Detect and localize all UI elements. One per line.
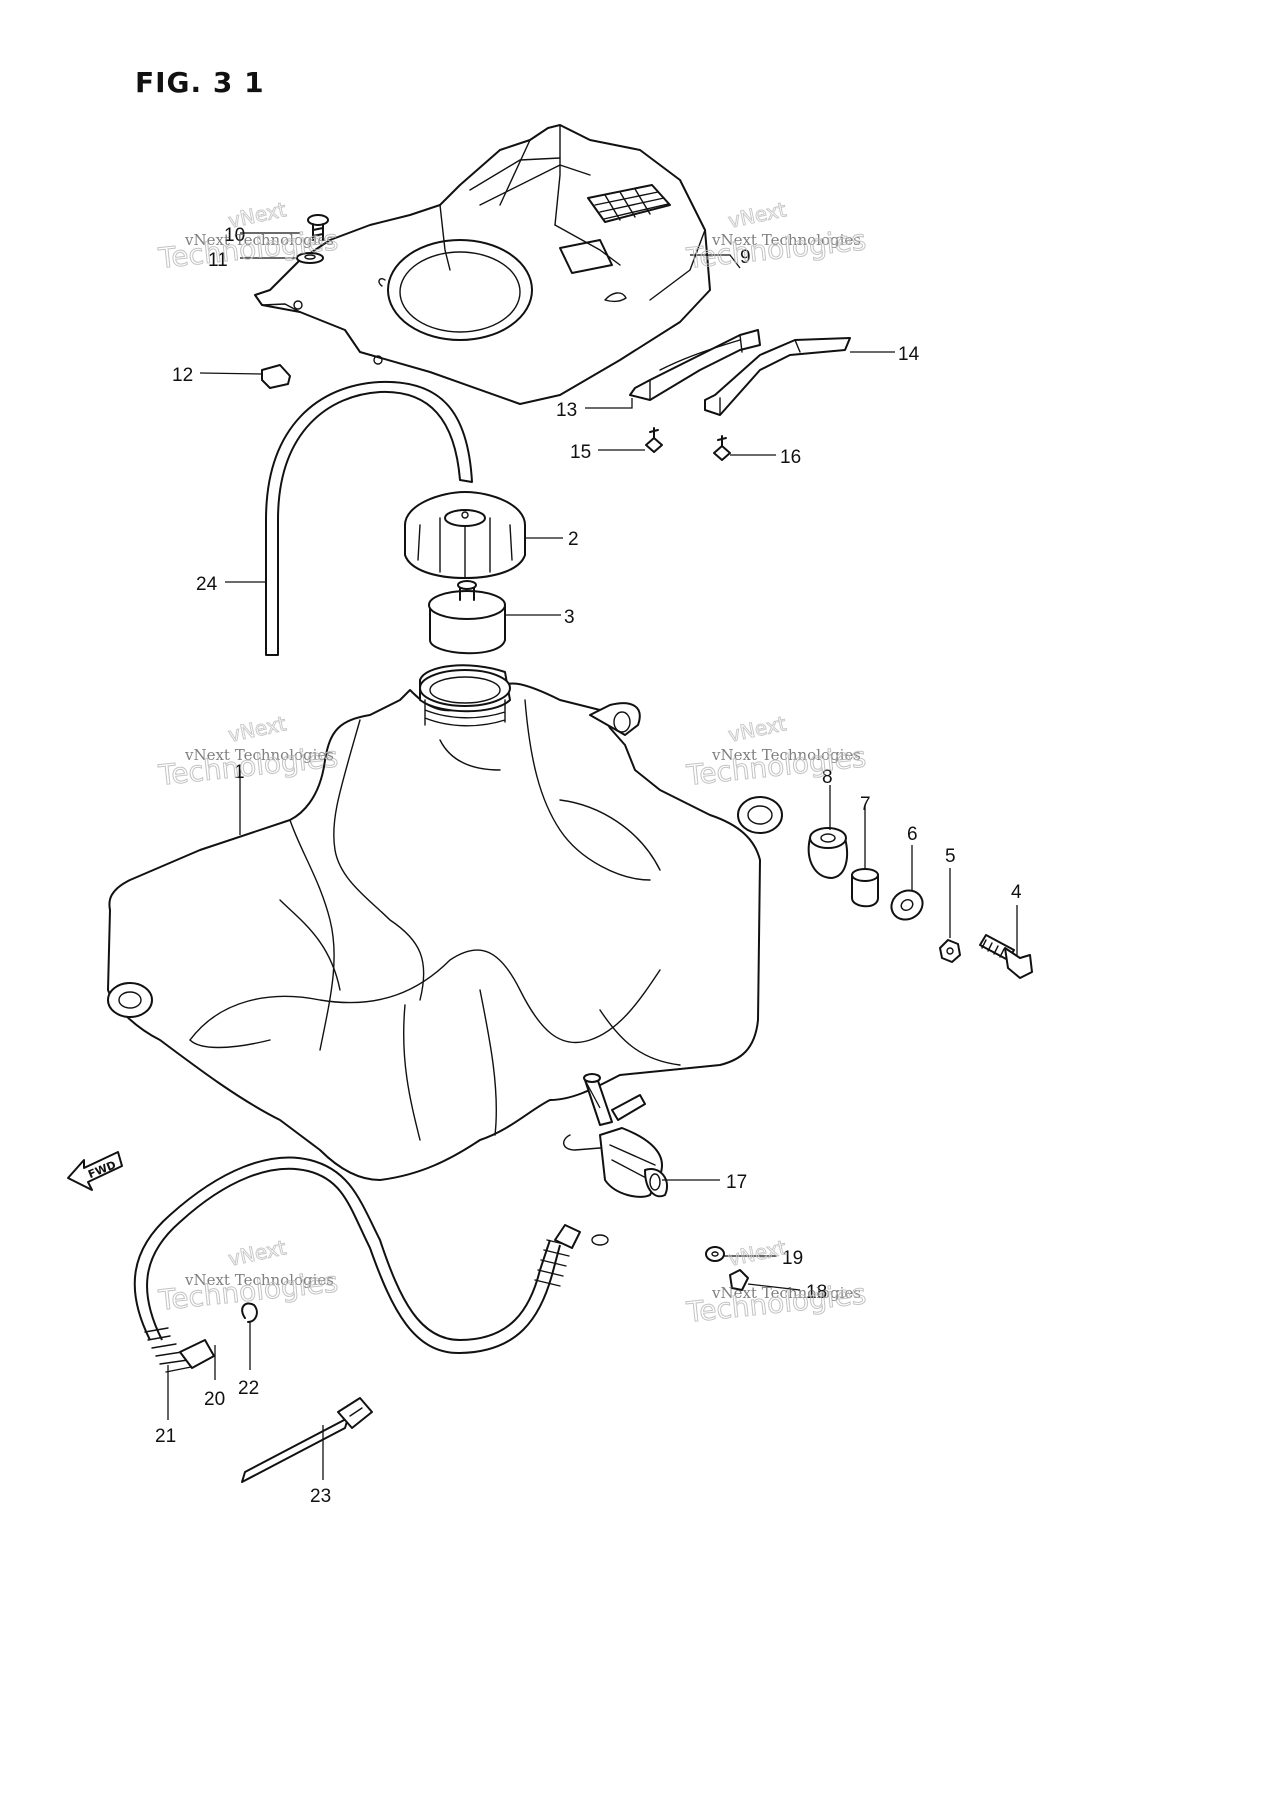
- fuel-cap-part-2: [404, 491, 526, 579]
- watermark-text: vNext: [226, 197, 288, 233]
- callout-22: 22: [238, 1378, 259, 1399]
- screw-part-18: [729, 1269, 749, 1291]
- breather-hose-part-24: [265, 380, 473, 656]
- washer-part-19: [705, 1246, 725, 1262]
- callout-4: 4: [1011, 882, 1022, 903]
- callout-12: 12: [172, 365, 193, 386]
- watermark-text: vNext: [726, 711, 788, 747]
- callout-2: 2: [568, 529, 579, 550]
- watermark-text: vNext Technologies: [711, 746, 861, 764]
- fwd-label: FWD: [86, 1158, 118, 1181]
- fuel-tank-part-1: [107, 664, 783, 1181]
- callout-16: 16: [780, 447, 801, 468]
- callout-6: 6: [907, 824, 918, 845]
- callout-9: 9: [740, 247, 751, 268]
- watermark-mid-right: vNext vNext Technologies Technologies: [684, 711, 868, 793]
- washer-part-6: [890, 889, 924, 921]
- bracket-part-14: [704, 337, 851, 416]
- watermark-text: vNext: [726, 197, 788, 233]
- callout-1: 1: [234, 762, 245, 783]
- watermark-text: vNext Technologies: [711, 231, 861, 249]
- forward-arrow: FWD: [67, 1151, 123, 1191]
- callout-5: 5: [945, 846, 956, 867]
- hose-coil-end-left: [144, 1327, 215, 1373]
- callout-23: 23: [310, 1486, 331, 1507]
- callout-15: 15: [570, 442, 591, 463]
- callout-20: 20: [204, 1389, 225, 1410]
- grommet-part-8: [807, 827, 849, 879]
- hose-clip-part-22: [241, 1302, 258, 1323]
- callout-19: 19: [782, 1248, 803, 1269]
- watermark-text: vNext Technologies: [184, 746, 334, 764]
- bolt-part-4: [979, 934, 1033, 979]
- callout-24: 24: [196, 574, 218, 595]
- callout-14: 14: [898, 344, 920, 365]
- collar-part-7: [851, 868, 879, 908]
- nut-part-5: [939, 939, 961, 963]
- watermark-text: vNext Technologies: [184, 1271, 334, 1289]
- watermark-text: vNext: [226, 1235, 288, 1271]
- clip-part-12: [261, 364, 291, 389]
- callout-13: 13: [556, 400, 577, 421]
- watermark-mid-left: vNext vNext Technologies Technologies: [156, 711, 340, 793]
- callout-11: 11: [208, 250, 228, 271]
- screw-part-10: [296, 214, 329, 264]
- tank-cover: [254, 124, 711, 405]
- figure-title: FIG. 3 1: [135, 66, 265, 99]
- hose-coil-end-right: [534, 1224, 609, 1287]
- fuel-cock-part-17: [563, 1073, 668, 1198]
- watermark-text: vNext Technologies: [184, 231, 334, 249]
- callout-8: 8: [822, 767, 833, 788]
- callout-10: 10: [224, 225, 245, 246]
- bracket-part-13: [629, 329, 761, 401]
- callout-18: 18: [806, 1282, 827, 1303]
- callout-17: 17: [726, 1172, 747, 1193]
- watermark-bottom-left: vNext vNext Technologies Technologies: [156, 1235, 340, 1318]
- screw-part-16: [713, 435, 731, 461]
- callout-3: 3: [564, 607, 575, 628]
- fuel-hose-part-21: [133, 1156, 551, 1342]
- watermark-top-right: vNext vNext Technologies Technologies: [684, 197, 868, 276]
- screw-part-15: [645, 427, 663, 453]
- cap-insert-part-3: [428, 580, 506, 655]
- leader-lines: [167, 232, 1018, 1480]
- callout-7: 7: [860, 794, 871, 815]
- cable-tie-part-23: [241, 1397, 373, 1483]
- callout-labels: 10 11 12 9 13 14 15 16 2 3 24 1 8 7 6 5 …: [155, 225, 1022, 1507]
- watermark-text: vNext: [726, 1235, 788, 1271]
- callout-21: 21: [155, 1426, 176, 1447]
- watermark-text: vNext: [226, 711, 288, 747]
- watermark-text: vNext Technologies: [711, 1284, 861, 1302]
